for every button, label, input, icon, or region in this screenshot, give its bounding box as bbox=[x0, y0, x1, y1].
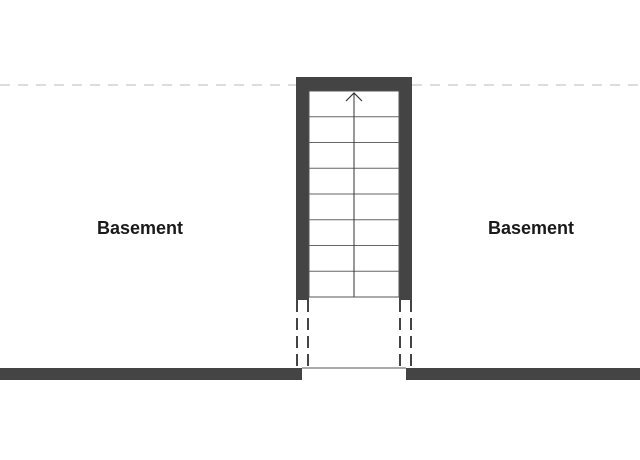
foundation-wall-left bbox=[0, 368, 302, 380]
stair-up-arrow-icon bbox=[345, 92, 363, 102]
stair-right-wall-hidden bbox=[399, 300, 412, 372]
room-label-right: Basement bbox=[488, 218, 574, 238]
stair-top-wall bbox=[296, 77, 412, 91]
stair-left-wall bbox=[296, 77, 309, 300]
room-label-left: Basement bbox=[97, 218, 183, 238]
stair-left-wall-hidden bbox=[296, 300, 309, 372]
foundation-wall-right bbox=[406, 368, 640, 380]
stair-right-wall bbox=[399, 77, 412, 300]
